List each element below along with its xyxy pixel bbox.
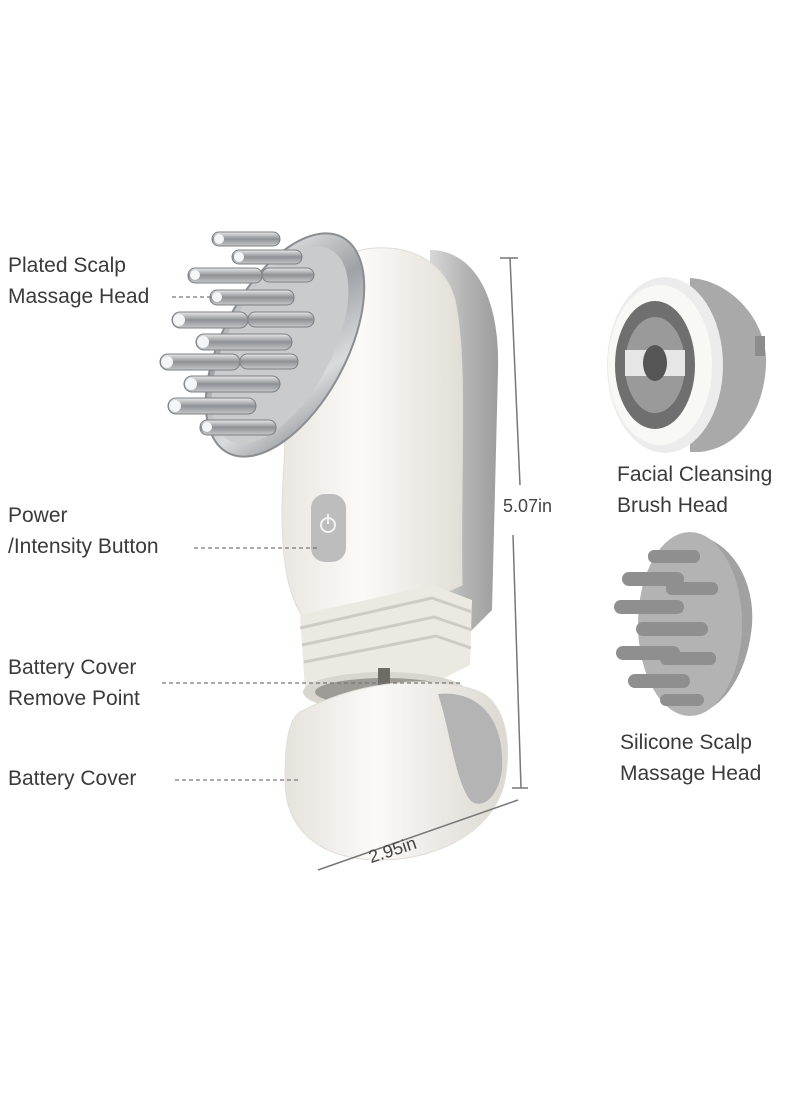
label-line: Facial Cleansing <box>617 463 773 486</box>
label-line: Silicone Scalp <box>620 731 752 754</box>
label-battery-cover-remove-point: Battery Cover Remove Point <box>8 652 140 714</box>
label-line: Battery Cover <box>8 767 137 790</box>
dimension-lines <box>317 257 528 871</box>
height-dimension-label: 5.07in <box>503 496 553 516</box>
label-line: Massage Head <box>8 285 150 308</box>
label-line: Battery Cover <box>8 656 137 679</box>
power-button-graphic <box>311 494 346 562</box>
label-line: Brush Head <box>617 494 728 517</box>
label-battery-cover: Battery Cover <box>8 763 136 794</box>
battery-cover-graphic <box>284 681 508 861</box>
label-line: Plated Scalp <box>8 254 126 277</box>
label-facial-cleansing-brush-head: Facial Cleansing Brush Head <box>617 459 772 521</box>
label-plated-scalp-massage-head: Plated Scalp Massage Head <box>8 250 149 312</box>
label-line: Massage Head <box>620 762 762 785</box>
leader-lines <box>162 296 462 781</box>
label-line: Remove Point <box>8 687 140 710</box>
label-silicone-scalp-massage-head: Silicone Scalp Massage Head <box>620 727 761 789</box>
label-power-intensity-button: Power /Intensity Button <box>8 500 159 562</box>
plated-scalp-head-graphic <box>159 231 366 458</box>
silicone-scalp-head-graphic <box>614 532 753 716</box>
label-line: Power <box>8 504 68 527</box>
label-line: /Intensity Button <box>8 535 159 558</box>
facial-brush-head-graphic <box>607 277 767 453</box>
